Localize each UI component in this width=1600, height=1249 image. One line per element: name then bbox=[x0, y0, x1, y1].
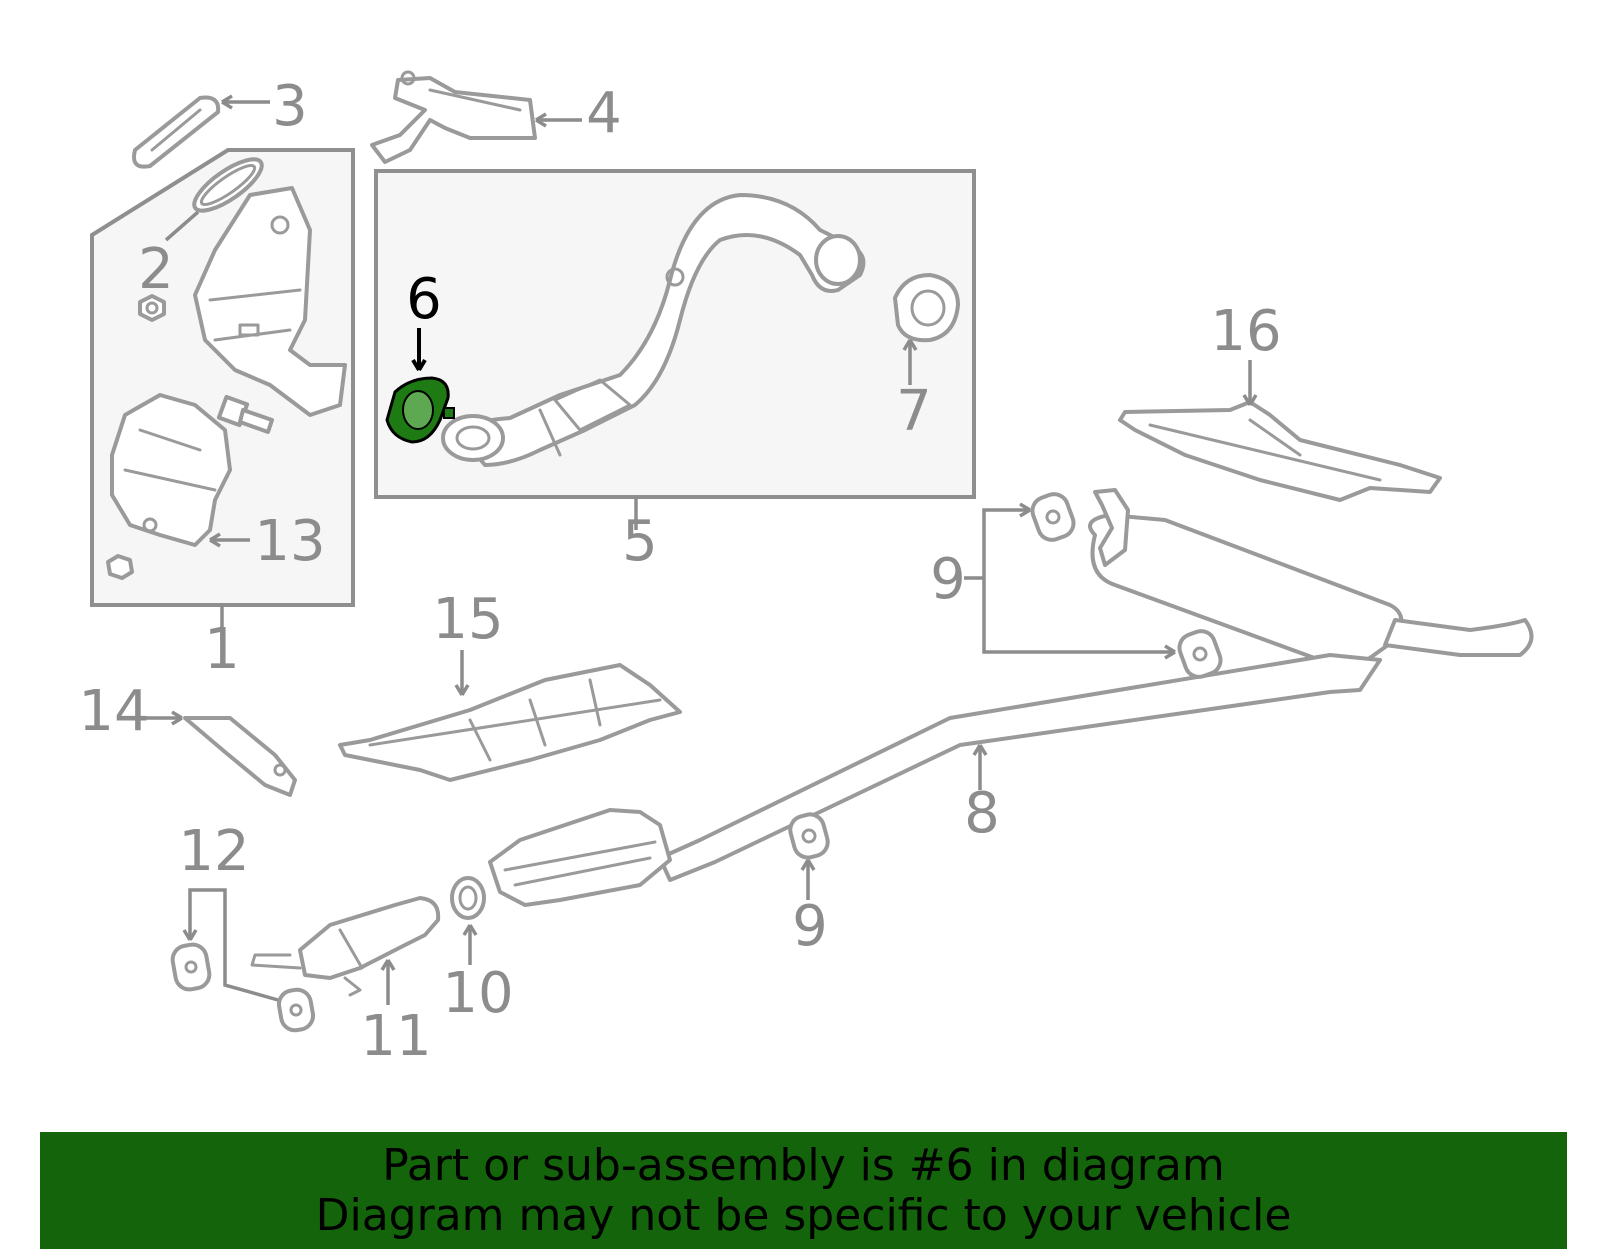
banner-line-2: Diagram may not be specific to your vehi… bbox=[315, 1189, 1292, 1241]
callout-9b: 9 bbox=[792, 894, 828, 959]
part-4-heat-shield bbox=[370, 70, 537, 164]
nut-part-lower bbox=[106, 554, 134, 580]
part-2-gasket bbox=[192, 157, 264, 213]
leader-lines bbox=[145, 94, 1258, 1005]
callout-2: 2 bbox=[138, 237, 174, 302]
callout-12: 12 bbox=[178, 819, 249, 884]
part-14-bracket bbox=[183, 716, 297, 797]
callout-14: 14 bbox=[78, 679, 149, 744]
callout-7: 7 bbox=[896, 379, 932, 444]
part-6-gasket-highlighted bbox=[385, 376, 455, 444]
part-8-intermediate-pipe bbox=[658, 653, 1382, 882]
part-7-gasket bbox=[893, 273, 960, 343]
part-10-clamp bbox=[450, 876, 486, 920]
part-12-hanger-b bbox=[276, 987, 316, 1033]
callout-9a: 9 bbox=[930, 547, 966, 612]
callout-5: 5 bbox=[622, 509, 658, 574]
info-banner: Part or sub-assembly is #6 in diagram Di… bbox=[40, 1132, 1567, 1249]
part-11-converter bbox=[250, 896, 441, 997]
banner-line-1: Part or sub-assembly is #6 in diagram bbox=[382, 1139, 1225, 1191]
callout-3: 3 bbox=[272, 74, 308, 139]
callout-16: 16 bbox=[1210, 299, 1281, 364]
part-16-heat-shield bbox=[1118, 400, 1442, 502]
callout-15: 15 bbox=[432, 587, 503, 652]
catalytic-manifold bbox=[193, 186, 347, 417]
part-15-heat-shield bbox=[338, 663, 682, 782]
callout-4: 4 bbox=[586, 81, 622, 146]
part-3-gasket bbox=[132, 95, 221, 169]
part-9-hanger-a bbox=[1030, 492, 1076, 542]
part-9-hanger-b bbox=[1177, 629, 1223, 679]
resonator bbox=[488, 808, 672, 907]
callout-8: 8 bbox=[964, 781, 1000, 846]
part-13-heat-shield bbox=[110, 393, 232, 547]
callout-11: 11 bbox=[360, 1004, 431, 1069]
nut-part bbox=[138, 294, 166, 322]
callout-6: 6 bbox=[406, 267, 442, 332]
bolt-part bbox=[216, 394, 274, 434]
part-5-front-pipe bbox=[441, 193, 866, 467]
callout-10: 10 bbox=[442, 961, 513, 1026]
part-12-hanger-a bbox=[170, 942, 212, 992]
callout-13: 13 bbox=[254, 509, 325, 574]
callout-1: 1 bbox=[204, 617, 240, 682]
part-9-hanger-c bbox=[788, 812, 830, 860]
rear-muffler bbox=[1088, 488, 1534, 667]
